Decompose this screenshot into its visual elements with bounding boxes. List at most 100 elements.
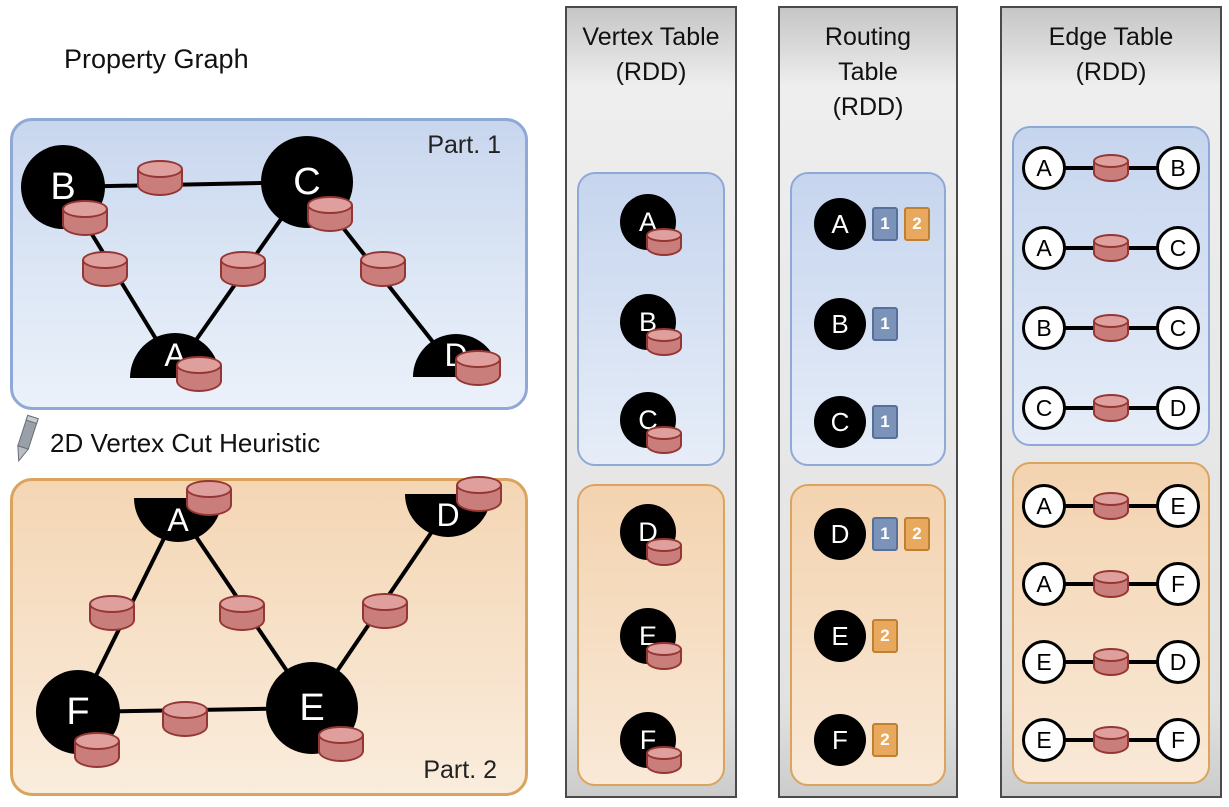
edge-table-title-line2: (RDD): [1075, 58, 1147, 86]
edge-dst-label: F: [1170, 570, 1186, 597]
edge-row-A-C: A C: [1022, 224, 1200, 272]
edge-dst-label: D: [1169, 394, 1187, 421]
edge-dst-vertex: F: [1156, 718, 1200, 762]
edge-src-vertex: A: [1022, 146, 1066, 190]
rt-slot-B-part1-label: 1: [880, 314, 890, 333]
edge-src-label: E: [1036, 648, 1052, 675]
edge-row-A-B: A B: [1022, 144, 1200, 192]
edge-dst-label: B: [1170, 154, 1186, 181]
edge-property-cylinder-icon-AF: [89, 595, 135, 631]
edge-src-vertex: B: [1022, 306, 1066, 350]
edge-src-label: B: [1036, 314, 1052, 341]
rt-vertex-F-label: F: [832, 724, 848, 755]
edge-property-cylinder-icon: [1093, 726, 1129, 754]
edge-src-label: A: [1036, 570, 1052, 597]
edge-dst-vertex: D: [1156, 386, 1200, 430]
edge-dst-label: C: [1169, 234, 1187, 261]
routing-table-title-line2: Table: [838, 58, 898, 86]
rt-slot-A-part2: 2: [904, 207, 930, 241]
rt-slot-D-part1-label: 1: [880, 524, 890, 543]
rt-slot-F-part2: 2: [872, 723, 898, 757]
edge-row-E-D: E D: [1022, 638, 1200, 686]
edge-src-vertex: E: [1022, 718, 1066, 762]
edge-property-cylinder-icon-CD: [360, 251, 406, 287]
edge-dst-label: D: [1169, 648, 1187, 675]
rt-slot-D-part1: 1: [872, 517, 898, 551]
edge-property-cylinder-icon: [1093, 234, 1129, 262]
rt-slot-C-part1-label: 1: [880, 412, 890, 431]
edge-dst-vertex: E: [1156, 484, 1200, 528]
vt-cylinder-icon-F: [646, 746, 682, 774]
edge-src-label: A: [1036, 234, 1052, 261]
edge-dst-label: E: [1170, 492, 1186, 519]
edge-property-cylinder-icon-DE: [362, 593, 408, 629]
vertex-property-cylinder-icon-C: [307, 196, 353, 232]
rt-vertex-D: D: [814, 508, 866, 560]
rt-vertex-C-label: C: [830, 406, 850, 437]
rt-slot-E-part2-label: 2: [880, 626, 890, 645]
routing-table-title: Routing Table (RDD): [780, 8, 956, 125]
vertex-property-cylinder-icon-A1: [176, 356, 222, 392]
vt-cylinder-icon-B: [646, 328, 682, 356]
vertex-property-cylinder-icon-F: [74, 732, 120, 768]
rt-vertex-B-label: B: [831, 308, 849, 339]
heuristic-label: 2D Vertex Cut Heuristic: [50, 428, 321, 458]
edge-dst-label: C: [1169, 314, 1187, 341]
rt-slot-C-part1: 1: [872, 405, 898, 439]
edge-src-label: C: [1035, 394, 1053, 421]
edge-dst-vertex: F: [1156, 562, 1200, 606]
edge-dst-vertex: C: [1156, 226, 1200, 270]
partition-1-label: Part. 1: [427, 131, 501, 159]
vertex-property-cylinder-icon-E: [318, 726, 364, 762]
rt-vertex-E: E: [814, 610, 866, 662]
edge-dst-label: F: [1170, 726, 1186, 753]
edge-src-vertex: A: [1022, 562, 1066, 606]
edge-row-C-D: C D: [1022, 384, 1200, 432]
property-graph-title: Property Graph: [64, 44, 249, 74]
edge-property-cylinder-icon-AE: [219, 595, 265, 631]
vertex-property-cylinder-icon-D1: [455, 350, 501, 386]
rt-slot-D-part2-label: 2: [912, 524, 922, 543]
rt-vertex-D-label: D: [830, 518, 850, 549]
pencil-icon: [17, 414, 39, 463]
rt-vertex-A-label: A: [831, 208, 849, 239]
rt-vertex-B: B: [814, 298, 866, 350]
vt-cylinder-icon-C: [646, 426, 682, 454]
vertex-table-title-line2: (RDD): [615, 58, 687, 86]
routing-table-title-line3: (RDD): [832, 93, 904, 121]
rt-vertex-C: C: [814, 396, 866, 448]
vertex-property-cylinder-icon-B: [62, 200, 108, 236]
edge-dst-vertex: D: [1156, 640, 1200, 684]
vertex-table-title-line1: Vertex Table: [582, 23, 720, 51]
edge-table-title-line1: Edge Table: [1048, 23, 1174, 51]
edge-property-cylinder-icon-BA: [82, 251, 128, 287]
rt-slot-D-part2: 2: [904, 517, 930, 551]
edge-src-label: A: [1036, 492, 1052, 519]
edge-property-cylinder-icon-BC: [137, 160, 183, 196]
rt-slot-E-part2: 2: [872, 619, 898, 653]
rt-slot-A-part1: 1: [872, 207, 898, 241]
edge-row-B-C: B C: [1022, 304, 1200, 352]
vertex-property-cylinder-icon-A2: [186, 480, 232, 516]
edge-property-cylinder-icon-CA: [220, 251, 266, 287]
routing-table-title-line1: Routing: [824, 23, 912, 51]
vertex-E-label: E: [299, 686, 325, 729]
edge-src-vertex: E: [1022, 640, 1066, 684]
vertex-table-title: Vertex Table (RDD): [567, 8, 735, 90]
vt-cylinder-icon-E: [646, 642, 682, 670]
edge-property-cylinder-icon-FE: [162, 701, 208, 737]
vt-cylinder-icon-D: [646, 538, 682, 566]
rt-slot-A-part1-label: 1: [880, 214, 890, 233]
edge-src-vertex: C: [1022, 386, 1066, 430]
vertex-property-cylinder-icon-D2: [456, 476, 502, 512]
rt-vertex-A: A: [814, 198, 866, 250]
rt-vertex-F: F: [814, 714, 866, 766]
edge-property-cylinder-icon: [1093, 492, 1129, 520]
edge-dst-vertex: B: [1156, 146, 1200, 190]
edge-property-cylinder-icon: [1093, 394, 1129, 422]
edge-property-cylinder-icon: [1093, 570, 1129, 598]
rt-vertex-E-label: E: [831, 620, 849, 651]
edge-dst-vertex: C: [1156, 306, 1200, 350]
edge-property-cylinder-icon: [1093, 314, 1129, 342]
edge-src-vertex: A: [1022, 484, 1066, 528]
